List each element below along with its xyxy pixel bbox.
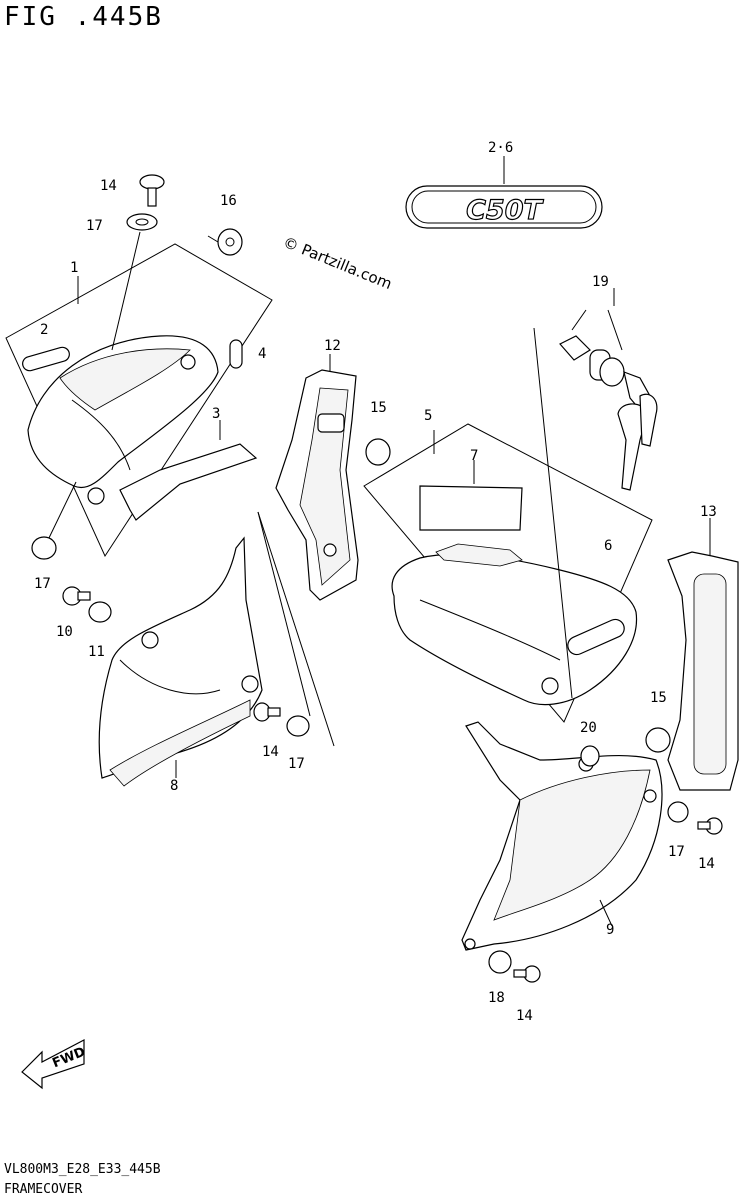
- part-15-grommet-right: [645, 727, 671, 753]
- part-17-grommet-left: [31, 536, 57, 560]
- badge-lettering: C50T: [466, 195, 544, 226]
- part-19-lock-set: [559, 335, 658, 491]
- callout-8: 8: [170, 778, 178, 794]
- callout-1: 1: [70, 260, 78, 276]
- callout-17-left: 17: [34, 576, 51, 592]
- figure-code: VL800M3_E28_E33_445B: [4, 1162, 161, 1177]
- part-9-cover: [461, 721, 663, 951]
- callout-10: 10: [56, 624, 73, 640]
- part-18-grommet: [488, 950, 512, 974]
- watermark: © Partzilla.com: [281, 233, 395, 293]
- part-1-cover: [27, 335, 219, 505]
- part-5-cover: [391, 543, 638, 706]
- callout-17-top: 17: [86, 218, 103, 234]
- callout-9: 9: [606, 922, 614, 938]
- part-7-label: [419, 485, 523, 531]
- callout-12: 12: [324, 338, 341, 354]
- part-13-bracket: [667, 551, 739, 791]
- callout-17-mid: 17: [288, 756, 305, 772]
- part-14-bolt-bottom: [513, 965, 541, 983]
- part-8-cover: [98, 536, 263, 787]
- callout-5: 5: [424, 408, 432, 424]
- figure-name: FRAMECOVER: [4, 1182, 83, 1197]
- callout-2: 2: [40, 322, 48, 338]
- callout-11: 11: [88, 644, 105, 660]
- callout-20: 20: [580, 720, 597, 736]
- part-14-bolt-top: [139, 174, 165, 207]
- part-14-bolt-right: [697, 817, 723, 835]
- callout-16: 16: [220, 193, 237, 209]
- part-10-bolt: [62, 586, 112, 623]
- part-17-grommet-mid: [286, 715, 310, 737]
- part-2-6-badge: C50T: [405, 185, 603, 229]
- part-20-grommet: [580, 745, 600, 767]
- part-12-bracket: [275, 369, 359, 601]
- callout-2-6: 2·6: [488, 140, 513, 156]
- fwd-arrow-icon: FWD: [21, 1039, 88, 1090]
- part-3-trim: [119, 443, 258, 521]
- part-17-grommet-top: [126, 213, 158, 231]
- part-17-grommet-right: [667, 801, 689, 823]
- callout-6: 6: [604, 538, 612, 554]
- callout-14-bottom: 14: [516, 1008, 533, 1024]
- callout-4: 4: [258, 346, 266, 362]
- callout-3: 3: [212, 406, 220, 422]
- callout-7: 7: [470, 448, 478, 464]
- callout-15-upper: 15: [370, 400, 387, 416]
- part-16-grommet: [217, 228, 243, 256]
- figure-title: FIG .445B: [4, 2, 163, 32]
- callout-18: 18: [488, 990, 505, 1006]
- part-14-bolt-left: [253, 702, 281, 722]
- part-15-grommet-upper: [365, 438, 391, 466]
- callout-15-right: 15: [650, 690, 667, 706]
- callout-14-left: 14: [262, 744, 279, 760]
- callout-14-top: 14: [100, 178, 117, 194]
- callout-17-right: 17: [668, 844, 685, 860]
- callout-13: 13: [700, 504, 717, 520]
- part-2-strip: [22, 346, 70, 372]
- part-4-pin: [229, 339, 243, 369]
- callout-14-right: 14: [698, 856, 715, 872]
- callout-19: 19: [592, 274, 609, 290]
